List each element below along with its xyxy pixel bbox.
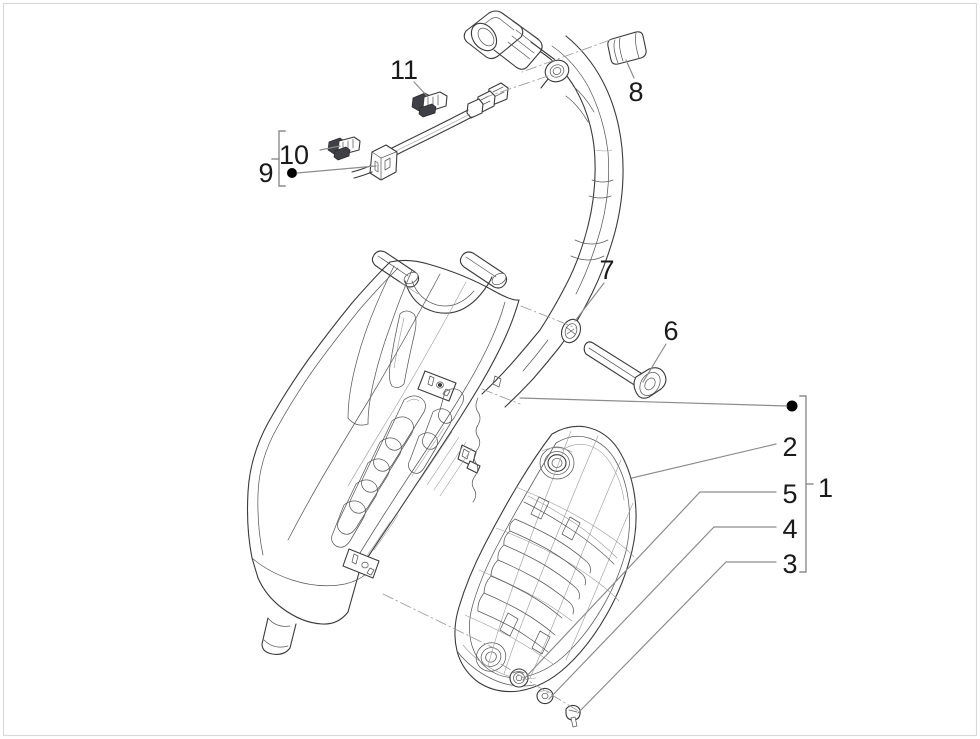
cable-connector-lower [369,144,398,181]
muffler-body [246,250,520,655]
leader-5 [522,491,777,681]
callout-8: 8 [628,77,643,107]
leader-muffler [519,397,788,407]
callout-10: 10 [279,140,309,170]
cable-clip-lower [327,136,361,161]
leader-3 [577,561,777,714]
leader-11 [413,81,429,98]
callout-1: 1 [818,473,833,503]
leader-6 [642,343,667,383]
shield-mount-boss [539,446,575,480]
bracket-1 [799,395,807,573]
leader-9 [296,165,377,174]
callout-3: 3 [782,549,797,579]
shield-washer [536,687,554,705]
leader-7 [574,282,605,322]
callout-4: 4 [782,514,797,544]
muffler-rib-slots [331,388,473,558]
callout-7: 7 [599,255,614,285]
leader-dot-9 [287,168,297,178]
leader-dot-right [786,400,798,412]
shield-mount-boss-lower [475,642,507,672]
heat-shield-cover [454,425,637,693]
pipe-mount-boss [544,59,570,83]
leader-8 [625,59,635,79]
callout-9: 9 [258,158,273,188]
mount-boss-front [371,250,420,288]
header-flange [463,10,558,89]
callout-5: 5 [782,479,797,509]
exhaust-header-pipe [463,10,624,408]
shield-fins [477,518,591,653]
tailpipe-tip [261,617,297,655]
pipe-spacer-sleeve [607,31,647,65]
label-plate-upper [417,370,457,402]
bolt-washer [560,318,582,344]
assembly-axis-lines [382,39,611,713]
leader-lines [271,59,814,714]
mount-boss-rear [459,251,508,289]
shield-screw [565,704,581,728]
leader-10 [319,145,341,151]
mounting-bolt [583,341,667,399]
callout-labels: 1 2 3 4 5 6 7 8 9 10 11 [258,55,833,579]
leader-2 [631,443,777,479]
callout-6: 6 [663,316,678,346]
leader-4 [548,526,777,700]
callout-2: 2 [782,432,797,462]
callout-11: 11 [390,55,418,85]
lambda-sensor [351,82,509,181]
shield-bushing [509,668,529,688]
cable-clip-upper [411,91,448,118]
label-plate-lower [342,548,380,579]
